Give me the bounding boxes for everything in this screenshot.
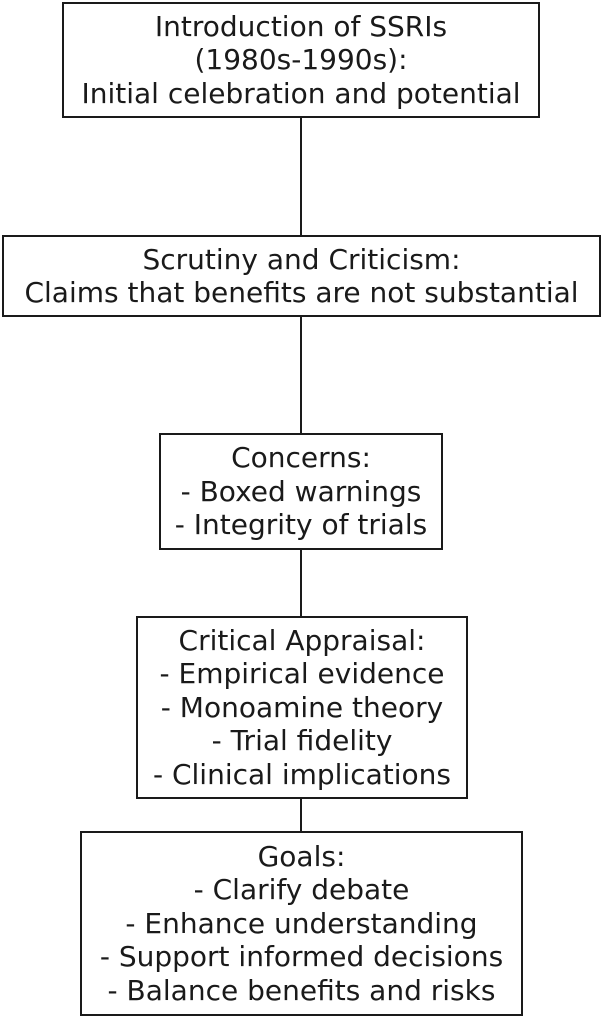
node-line: - Empirical evidence [159,657,445,691]
node-line: - Clinical implications [152,757,452,791]
node-line: Claims that benefits are not substantial [24,276,579,309]
node-line: Introduction of SSRIs [154,9,448,43]
edge-concerns-to-appraisal [300,549,302,617]
node-line: - Trial fidelity [211,724,393,758]
node-line: Critical Appraisal: [178,623,426,657]
node-line: - Boxed warnings [180,474,422,508]
node-line: Goals: [257,839,346,873]
node-line: Initial celebration and potential [81,76,521,110]
node-line: - Integrity of trials [174,508,428,542]
edge-intro-to-scrutiny [300,117,302,236]
node-line: - Monoamine theory [160,690,444,724]
node-scrutiny-criticism: Scrutiny and Criticism: Claims that bene… [2,235,601,317]
node-concerns: Concerns: - Boxed warnings - Integrity o… [159,433,443,550]
node-goals: Goals: - Clarify debate - Enhance unders… [80,831,523,1016]
node-line: - Support informed decisions [99,940,504,974]
node-ssri-introduction: Introduction of SSRIs (1980s-1990s): Ini… [62,2,540,118]
node-line: Concerns: [231,441,371,475]
node-line: - Balance benefits and risks [107,973,496,1007]
node-line: - Clarify debate [193,873,410,907]
node-line: - Enhance understanding [125,906,478,940]
node-critical-appraisal: Critical Appraisal: - Empirical evidence… [136,616,468,799]
node-line: Scrutiny and Criticism: [142,242,461,276]
node-line: (1980s-1990s): [194,43,408,77]
edge-appraisal-to-goals [300,798,302,832]
edge-scrutiny-to-concerns [300,316,302,434]
